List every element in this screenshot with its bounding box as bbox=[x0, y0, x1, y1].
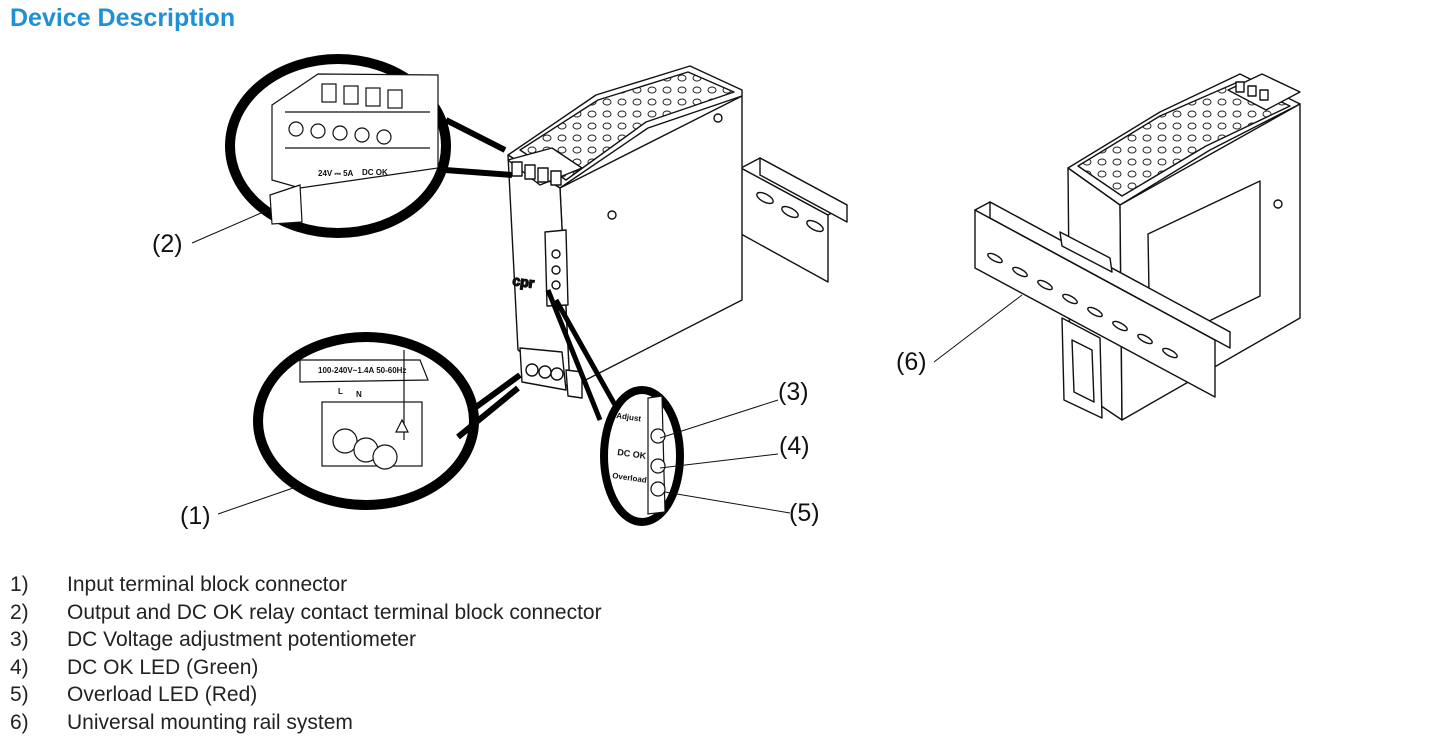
legend-item: 5) Overload LED (Red) bbox=[10, 681, 602, 709]
legend-number: 1) bbox=[10, 573, 29, 596]
component-legend: 1) Input terminal block connector 2) Outpu… bbox=[10, 571, 602, 736]
legend-item: 2) Output and DC OK relay contact termina… bbox=[10, 599, 602, 627]
legend-item: 1) Input terminal block connector bbox=[10, 571, 602, 599]
legend-number: 5) bbox=[10, 683, 29, 706]
svg-text:L: L bbox=[338, 387, 343, 396]
legend-text: Output and DC OK relay contact terminal … bbox=[67, 600, 602, 624]
legend-item: 4) DC OK LED (Green) bbox=[10, 654, 602, 682]
legend-number: 2) bbox=[10, 600, 29, 624]
legend-text: Universal mounting rail system bbox=[67, 710, 353, 734]
device-illustration: cpr 24V ⎓ 5A DC OK bbox=[152, 54, 1301, 530]
leader-lines bbox=[191, 209, 1023, 515]
callout-4: (4) bbox=[779, 432, 810, 460]
zoom-output-terminal: 24V ⎓ 5A DC OK bbox=[225, 54, 451, 238]
legend-number: 4) bbox=[10, 655, 29, 679]
left-device: cpr bbox=[507, 65, 848, 399]
zoom-input-terminal: 100-240V~1.4A 50-60Hz L N bbox=[253, 332, 479, 510]
page-title: Device Description bbox=[10, 4, 236, 32]
svg-text:N: N bbox=[356, 390, 362, 399]
legend-text: DC Voltage adjustment potentiometer bbox=[67, 628, 417, 651]
callout-6: (6) bbox=[896, 348, 927, 376]
dc-ok-label: DC OK bbox=[617, 447, 648, 461]
callout-2: (2) bbox=[152, 230, 183, 258]
callout-5: (5) bbox=[789, 499, 820, 527]
svg-text:cpr: cpr bbox=[512, 272, 536, 291]
right-device bbox=[974, 73, 1301, 421]
svg-text:100-240V~1.4A 50-60Hz: 100-240V~1.4A 50-60Hz bbox=[318, 366, 406, 375]
legend-text: Overload LED (Red) bbox=[67, 683, 258, 706]
callout-1: (1) bbox=[180, 502, 211, 530]
legend-item: 3) DC Voltage adjustment potentiometer bbox=[10, 626, 602, 654]
legend-number: 3) bbox=[10, 628, 29, 651]
svg-text:DC OK: DC OK bbox=[362, 168, 388, 177]
legend-text: DC OK LED (Green) bbox=[67, 655, 259, 679]
callout-3: (3) bbox=[778, 378, 809, 406]
zoom-status-panel: Adjust DC OK Overload bbox=[600, 386, 684, 526]
svg-text:24V ⎓ 5A: 24V ⎓ 5A bbox=[318, 169, 354, 178]
adjust-label: Adjust bbox=[616, 411, 642, 423]
legend-text: Input terminal block connector bbox=[67, 573, 348, 596]
legend-item: 6) Universal mounting rail system bbox=[10, 709, 602, 737]
left-din-rail bbox=[740, 157, 848, 283]
legend-number: 6) bbox=[10, 710, 29, 734]
